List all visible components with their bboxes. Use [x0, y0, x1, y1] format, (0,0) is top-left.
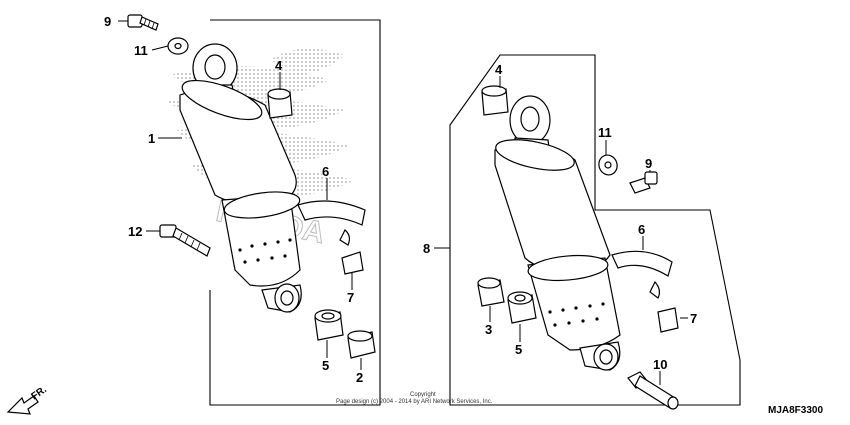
collar-2 [347, 330, 376, 359]
callout-3: 3 [485, 322, 492, 337]
callout-9-right: 9 [645, 156, 652, 171]
callout-12: 12 [128, 224, 142, 239]
bolt-9-left [127, 14, 159, 31]
callout-8: 8 [423, 241, 430, 256]
leader-lines [118, 20, 688, 385]
bushing-5-right [507, 291, 537, 324]
callout-2: 2 [356, 370, 363, 385]
callout-9-left: 9 [104, 14, 111, 29]
bushing-4-right [481, 85, 509, 116]
bushing-5-left [314, 309, 344, 341]
callout-7-right: 7 [690, 311, 697, 326]
callout-5-right: 5 [515, 342, 522, 357]
callout-4-left: 4 [275, 58, 283, 73]
right-shock-absorber [494, 95, 621, 371]
front-direction-arrow: FR. [6, 384, 49, 415]
callout-11-right: 11 [598, 125, 612, 140]
bolt-9-right [629, 171, 658, 194]
rubber-7-right [657, 307, 679, 333]
diagram-code: MJA8F3300 [768, 405, 823, 416]
collar-3 [477, 277, 505, 307]
left-shock-absorber [179, 43, 302, 313]
left-assembly-frame [209, 19, 381, 406]
copyright-line2: Page design (c) 2004 - 2014 by ARI Netwo… [336, 399, 493, 405]
washer-11-left [167, 37, 189, 55]
copyright-line1: Copyright [410, 392, 436, 398]
stud-10 [627, 371, 679, 410]
bushing-4-left [267, 88, 293, 119]
callout-6-left: 6 [322, 164, 329, 179]
rubber-6-left [297, 200, 366, 246]
callout-11-left: 11 [134, 43, 148, 58]
callout-10: 10 [653, 357, 667, 372]
bolt-12 [159, 224, 211, 257]
callout-7-left: 7 [347, 290, 354, 305]
callout-1: 1 [148, 131, 155, 146]
right-assembly-frame [449, 54, 741, 406]
callout-4-right: 4 [495, 62, 503, 77]
callout-5-left: 5 [322, 358, 329, 373]
washer-11-right [598, 154, 618, 176]
callout-6-right: 6 [638, 222, 645, 237]
rubber-7-left [341, 251, 364, 275]
rubber-6-right [611, 250, 673, 299]
